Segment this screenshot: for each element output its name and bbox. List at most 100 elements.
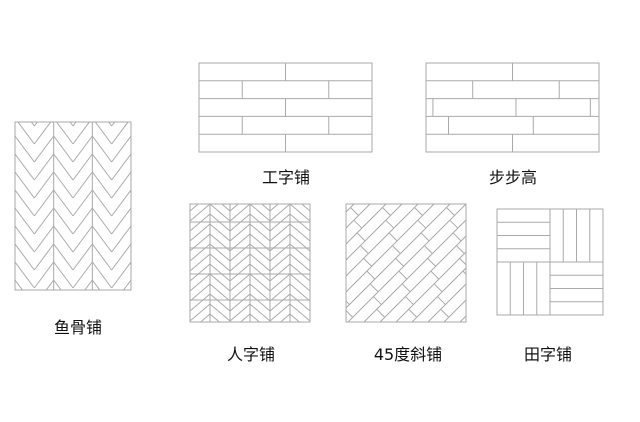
diagonal-plank-joint: [600, 182, 608, 190]
chevron-slat: [229, 273, 251, 292]
chevron-slat: [290, 344, 310, 361]
chevron-slat: [290, 354, 310, 371]
chevron-slat: [210, 364, 230, 381]
brick-gong-panel: [198, 62, 373, 153]
chevron-slat: [230, 364, 250, 381]
herringbone-slat: [111, 261, 131, 289]
herringbone-slat: [15, 225, 35, 253]
diagonal-plank-joint: [373, 169, 381, 177]
chevron-slat: [289, 223, 310, 242]
diagonal-plank-joint: [284, 322, 292, 330]
chevron-slat: [190, 283, 211, 302]
chevron-slat: [199, 313, 211, 322]
diagonal-plank-joint: [274, 284, 282, 292]
herringbone-slat: [54, 82, 73, 108]
herringbone-slat: [15, 171, 35, 199]
diagonal-plank-joint: [398, 270, 408, 280]
chevron-slat: [249, 263, 271, 282]
chevron-slat: [269, 253, 291, 272]
diagonal-plank-joint: [417, 219, 427, 229]
chevron-slat: [230, 164, 250, 181]
chevron-slat: [190, 354, 210, 371]
diagonal-plank-joint: [379, 195, 387, 203]
diagonal-plank-joint: [565, 169, 573, 177]
herringbone-slat: [53, 171, 74, 199]
herringbone-slat: [72, 189, 93, 217]
diagonal-plank-joint: [473, 309, 481, 317]
chevron-slat: [249, 204, 271, 222]
diagonal-45-panel: [274, 169, 640, 330]
diagonal-plank-joint: [405, 296, 414, 305]
diagonal-plank-joint: [507, 195, 515, 203]
diagonal-plank-joint: [363, 258, 372, 267]
basket-tian-panel: [496, 208, 604, 316]
chevron-slat: [249, 283, 271, 302]
chevron-slat: [209, 283, 231, 302]
herringbone-slat: [34, 82, 53, 108]
diagonal-plank-edge: [395, 251, 466, 322]
diagonal-plank-joint: [440, 308, 450, 318]
chevron-slat: [290, 324, 310, 341]
diagonal-plank-joint: [411, 195, 419, 203]
diagonal-plank-joint: [469, 297, 477, 305]
diagonal-plank-joint: [527, 271, 535, 279]
diagonal-plank-edge: [346, 204, 435, 293]
chevron-slat: [239, 313, 251, 322]
chevron-slat: [210, 374, 230, 391]
chevron-slat: [229, 204, 251, 222]
herringbone-slat: [112, 298, 131, 324]
diagonal-plank-joint: [632, 182, 640, 190]
pattern-label-basket-tian: 田字铺: [523, 345, 573, 364]
chevron-slat: [300, 204, 310, 212]
herringbone-slat: [33, 261, 55, 289]
diagonal-plank-edge: [346, 204, 387, 245]
diagonal-plank-joint: [603, 195, 611, 203]
chevron-slat: [289, 204, 310, 222]
diagonal-plank-joint: [479, 207, 487, 215]
herringbone-slat: [111, 135, 131, 163]
diagonal-plank-joint: [315, 195, 323, 203]
chevron-slat: [230, 154, 250, 171]
chevron-slat: [209, 204, 231, 222]
chevron-slat: [209, 243, 231, 262]
diagonal-plank-joint: [380, 321, 381, 322]
diagonal-plank-joint: [335, 271, 343, 279]
chevron-slat: [209, 273, 231, 292]
chevron-slat: [230, 174, 250, 191]
herringbone-slat: [91, 135, 113, 163]
herringbone-slat: [53, 189, 74, 217]
diagonal-plank-joint: [629, 169, 637, 177]
herringbone-slat: [53, 279, 62, 290]
diagonal-plank-joint: [552, 246, 560, 254]
diagonal-plank-joint: [437, 169, 445, 177]
diagonal-plank-joint: [332, 258, 340, 266]
diagonal-plank-edge: [459, 315, 466, 322]
diagonal-plank-joint: [433, 283, 443, 293]
chevron-slat: [210, 154, 230, 171]
chevron-slat: [290, 374, 310, 391]
herringbone-slat: [91, 207, 113, 235]
pattern-label-herringbone: 鱼骨铺: [53, 318, 103, 337]
chevron-slat: [229, 253, 251, 272]
diagonal-plank-joint: [322, 220, 330, 228]
diagonal-plank-joint: [356, 232, 366, 242]
diagonal-plank-joint: [430, 270, 440, 280]
herringbone-slat: [33, 225, 55, 253]
diagonal-plank-joint: [366, 270, 376, 280]
herringbone-slat: [15, 279, 24, 290]
diagonal-plank-edge: [379, 235, 466, 322]
diagonal-plank-joint: [459, 258, 466, 266]
herringbone-slat: [91, 189, 113, 217]
diagonal-plank-joint: [316, 322, 324, 330]
chevron-slat: [249, 313, 261, 322]
chevron-slat: [260, 204, 271, 212]
chevron-slat: [230, 374, 250, 391]
chevron-slat: [289, 243, 310, 262]
chevron-slat: [289, 263, 310, 282]
herringbone-slat: [15, 189, 35, 217]
chevron-slat: [209, 253, 231, 272]
diagonal-plank-joint: [408, 308, 418, 318]
chevron-slat: [190, 174, 210, 191]
chevron-slat: [289, 293, 310, 312]
herringbone-slat: [15, 316, 34, 342]
